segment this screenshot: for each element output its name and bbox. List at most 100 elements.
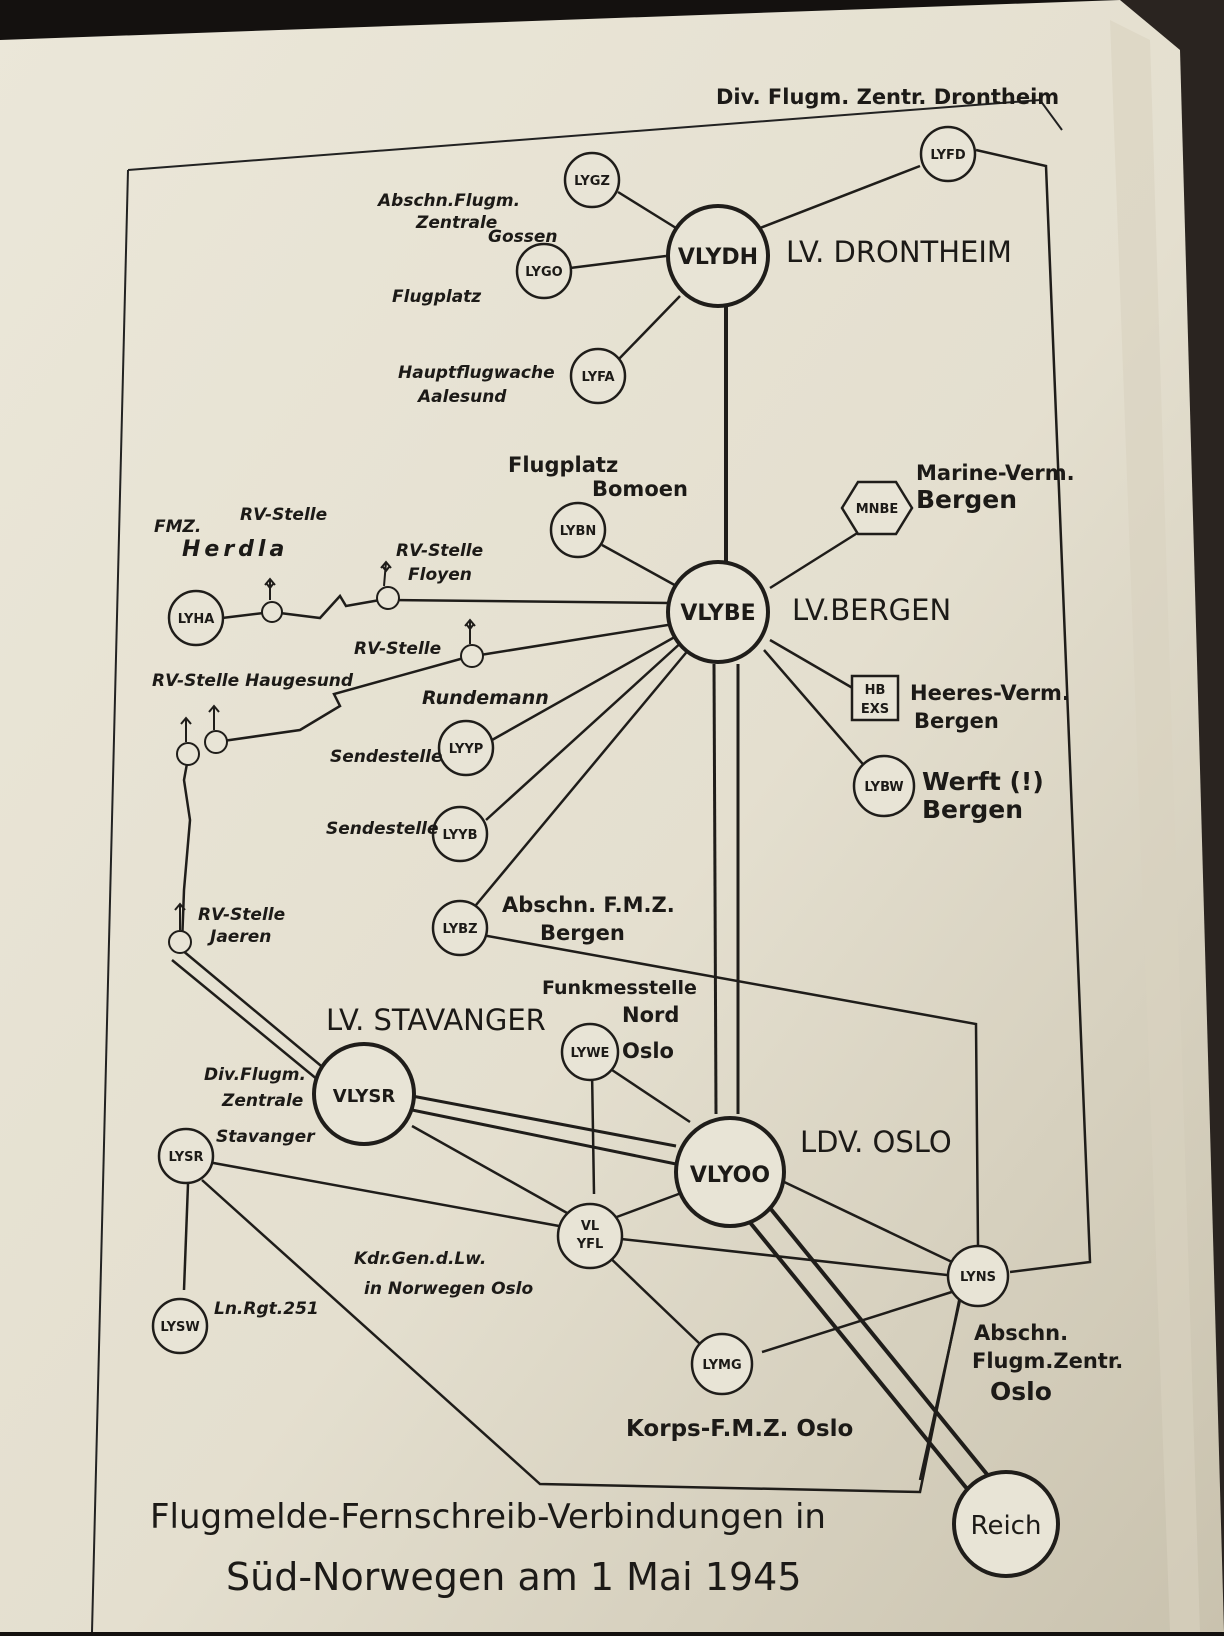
lywe-circle	[560, 1022, 620, 1082]
werft-label-2: Bergen	[922, 795, 1023, 824]
herdla-label-3: Herdla	[182, 537, 288, 562]
jaeren-label-1: RV-Stelle	[198, 905, 285, 925]
link-vlysr-vlyfl	[411, 1124, 577, 1220]
diagram-title: Flugmelde-Fernschreib-Verbindungen in Sü…	[150, 1497, 826, 1599]
link-vlyoo-lyns	[779, 1178, 953, 1264]
div-stavanger-label-1: Div.Flugm.	[204, 1065, 306, 1085]
antenna-icon	[380, 560, 392, 587]
vlydh-label: VLYDH	[678, 245, 758, 270]
lyfa-label: LYFA	[581, 370, 614, 385]
reich-circle	[952, 1470, 1060, 1578]
haugesund-east-rv-node	[460, 644, 484, 668]
link-vlyfl-vlyoo	[613, 1190, 685, 1220]
title-line-2: Süd-Norwegen am 1 Mai 1945	[226, 1555, 802, 1599]
lyfd-circle	[919, 125, 977, 183]
vlyfl-label-bottom: YFL	[576, 1237, 604, 1252]
lywe-label: LYWE	[571, 1046, 610, 1061]
node-circles	[151, 125, 1060, 1578]
abschn-oslo-label-3: Oslo	[990, 1377, 1052, 1406]
lygo-label: LYGO	[525, 265, 562, 280]
link-lyfa-vlydh	[615, 295, 681, 363]
aalesund-label-1: Hauptflugwache	[398, 363, 555, 383]
descriptive-labels: Abschn.Flugm. Zentrale Gossen Flugplatz …	[152, 191, 1123, 1442]
link-lygz-vlydh	[617, 190, 677, 230]
lymg-circle	[690, 1332, 754, 1396]
link-lybn-vlybe	[601, 543, 681, 590]
lyha-circle	[167, 589, 225, 647]
lygo-circle	[515, 242, 573, 300]
mnbe-label: MNBE	[856, 502, 899, 517]
link-vlyfl-lymg	[603, 1251, 701, 1345]
marine-label-2: Bergen	[916, 485, 1017, 514]
lv-drontheim-label: LV. DRONTHEIM	[786, 235, 1012, 269]
lyyp-circle	[437, 719, 495, 777]
vlybe-label: VLYBE	[680, 601, 755, 626]
lygz-circle	[563, 151, 621, 209]
frame-top	[127, 98, 1063, 171]
link-vlysr-vlyoo-b	[411, 1108, 677, 1166]
lysw-circle	[151, 1297, 209, 1355]
lyyb-label: LYYB	[443, 828, 478, 843]
link-lysr-vlyfl	[207, 1160, 571, 1230]
antenna-icon	[180, 716, 192, 742]
link-lybz-vlybe	[475, 647, 691, 906]
lyns-label: LYNS	[960, 1270, 996, 1285]
heeres-label-2: Bergen	[914, 709, 999, 733]
link-floyen-vlybe	[389, 598, 671, 605]
link-lyfd-lyns	[975, 148, 1092, 1274]
link-vlyfl-lyns	[611, 1236, 957, 1278]
gossen-label-3: Gossen	[488, 227, 558, 247]
link-vlydh-lyfd	[759, 164, 921, 230]
link-lyyp-vlybe	[491, 632, 681, 742]
ldv-oslo-label: LDV. OSLO	[800, 1125, 952, 1159]
floyen-label-2: Floyen	[408, 565, 472, 585]
haugesund-rv-node-2	[204, 730, 228, 754]
marine-label-1: Marine-Verm.	[916, 461, 1075, 485]
link-lywe-vlyoo	[611, 1068, 691, 1124]
lybw-circle	[852, 754, 916, 818]
vlydh-circle	[666, 204, 770, 308]
link-lywe-vlyfl	[590, 1069, 596, 1195]
kdr-label-1: Kdr.Gen.d.Lw.	[354, 1249, 486, 1269]
lysr-label: LYSR	[168, 1150, 203, 1165]
link-vlyoo-reich-a	[746, 1218, 970, 1492]
funkmess-label-2: Nord	[622, 1003, 679, 1027]
abschn-bergen-label-2: Bergen	[540, 921, 625, 945]
hbexs-box	[850, 674, 900, 722]
lv-stavanger-label: LV. STAVANGER	[326, 1003, 546, 1037]
link-lyns-reich	[918, 1299, 962, 1481]
antenna-icon	[174, 902, 186, 930]
herdla-label-1: FMZ.	[154, 517, 201, 537]
link-lybz-lyns	[481, 933, 980, 1247]
bomoen-label-1: Flugplatz	[508, 453, 618, 477]
link-lybw-vlybe	[763, 649, 869, 771]
haugesund-label: RV-Stelle Haugesund	[152, 671, 354, 691]
abschn-oslo-label-2: Flugm.Zentr.	[972, 1349, 1123, 1373]
hbexs-label-top: HB	[865, 683, 886, 698]
bomoen-label-2: Bomoen	[592, 477, 688, 501]
jaeren-label-2: Jaeren	[207, 927, 271, 947]
lyfd-label: LYFD	[930, 148, 966, 163]
lyfa-circle	[569, 347, 627, 405]
link-vlyoo-reich-b	[768, 1206, 992, 1480]
aalesund-label-2: Aalesund	[416, 387, 507, 407]
gossen-label-2: Zentrale	[415, 213, 497, 233]
lybn-label: LYBN	[560, 524, 596, 539]
funkmess-label-1: Funkmesstelle	[542, 977, 697, 999]
link-vlybe-vlyoo-a	[712, 663, 718, 1115]
flugplatz-label: Flugplatz	[392, 287, 481, 307]
lyha-label: LYHA	[178, 612, 215, 627]
link-rundemann-vlybe	[473, 622, 675, 658]
lv-bergen-label: LV.BERGEN	[792, 593, 951, 627]
rv-stelle-nodes	[168, 560, 484, 954]
link-lysr-lysw	[182, 1183, 190, 1291]
funkmess-label-3: Oslo	[622, 1039, 674, 1063]
link-lyyb-vlybe	[485, 639, 685, 821]
vlysr-label: VLYSR	[333, 1086, 396, 1107]
mnbe-hexagon	[840, 480, 914, 536]
sendestelle-label-2: Sendestelle	[326, 819, 439, 839]
lyyp-label: LYYP	[449, 742, 484, 757]
vlybe-circle	[666, 560, 770, 664]
